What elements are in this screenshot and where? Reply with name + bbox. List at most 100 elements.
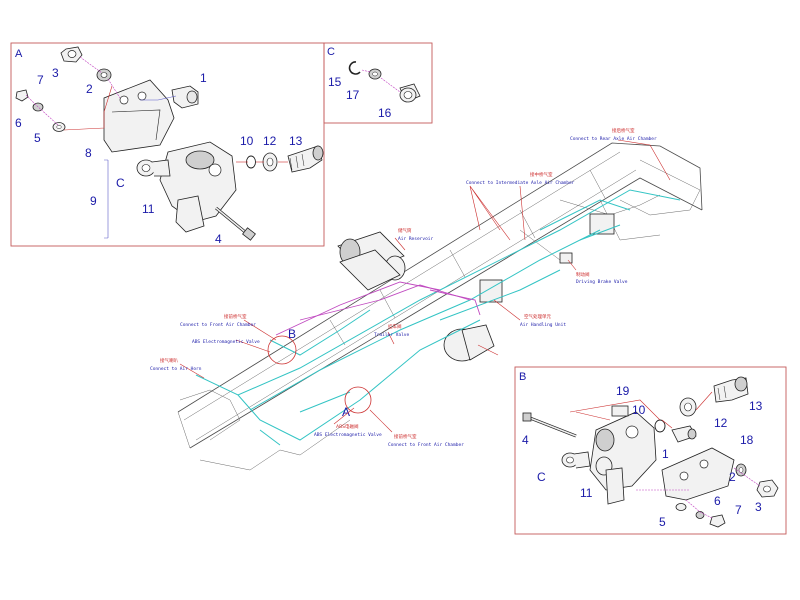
bolt-part-1-b	[671, 425, 697, 443]
bolt-part-4	[215, 206, 256, 241]
washer-part-5-b	[675, 503, 687, 511]
small-nut-part-7	[15, 89, 29, 102]
washer-part-5	[52, 122, 66, 132]
callout-b-5: 5	[659, 515, 666, 529]
frame-rail-lower	[189, 177, 703, 449]
callout-b-c: C	[537, 470, 546, 484]
label-reservoir-cn: 储气筒	[398, 227, 412, 234]
callout-b-12: 12	[714, 416, 728, 430]
panel-a: A	[10, 42, 325, 247]
mark-b: B	[288, 327, 296, 341]
label-front-chamber-b-cn: 接前桥气室	[224, 313, 247, 320]
fitting-part-c-a	[136, 159, 171, 177]
detail-circle-b	[267, 335, 297, 365]
panel-b-letter: B	[519, 371, 526, 383]
mark-a: A	[342, 405, 350, 419]
callout-a-c: C	[116, 176, 125, 190]
label-horn-cn: 接气喇叭	[160, 357, 178, 364]
valve-body-part-11-b	[589, 405, 657, 505]
panel-c: C 15 17 16	[323, 42, 433, 124]
label-abs-b-en: ABS Electromagnetic Valve	[192, 339, 260, 345]
callout-a-11: 11	[142, 202, 155, 216]
callout-b-1: 1	[662, 447, 669, 461]
label-abs-a-en: ABS Electromagnetic Valve	[314, 432, 382, 438]
air-reservoir	[337, 231, 406, 291]
washer-part-12-b	[679, 397, 697, 417]
brake-valve-body	[589, 213, 615, 235]
fitting-part-c-b	[561, 451, 591, 469]
washer-part-2	[96, 68, 112, 82]
callout-c-15: 15	[328, 75, 342, 89]
callout-a-12: 12	[263, 134, 277, 148]
callout-b-18: 18	[740, 433, 754, 447]
label-handling-cn: 空气处理单元	[524, 313, 551, 320]
callout-a-6: 6	[15, 116, 22, 130]
callout-a-13: 13	[289, 134, 303, 148]
washer-part-6-b	[695, 511, 705, 519]
panel-c-letter: C	[327, 46, 335, 58]
callout-a-7: 7	[37, 73, 44, 87]
label-brake-valve-cn: 制动阀	[576, 271, 590, 278]
bushing-part-16	[399, 83, 421, 103]
callout-a-3: 3	[52, 66, 59, 80]
round-tank	[443, 324, 495, 362]
seal-part-17	[368, 68, 382, 80]
oring-part-10-b	[654, 419, 666, 433]
label-front-chamber-a-cn: 接前桥气室	[394, 433, 417, 440]
callout-b-11: 11	[580, 486, 593, 500]
callout-c-17: 17	[346, 88, 360, 102]
callout-b-10: 10	[632, 403, 646, 417]
label-trailer-en: Trailer Valve	[374, 332, 410, 338]
label-handling-en: Air Handling Unit	[520, 322, 566, 328]
driving-brake-valve-body	[559, 252, 573, 264]
callout-a-2: 2	[86, 82, 93, 96]
washer-part-2-b	[735, 463, 747, 477]
label-horn-en: Connect to Air Horn	[150, 366, 202, 372]
label-intermediate-cn: 接中桥气室	[530, 171, 553, 178]
callout-a-10: 10	[240, 134, 254, 148]
panel-b-border	[514, 366, 787, 535]
washer-part-12	[262, 152, 278, 172]
label-front-chamber-a-en: Connect to Front Air Chamber	[388, 442, 464, 448]
nut-part-7-b	[709, 514, 726, 528]
panel-c-border	[323, 42, 433, 124]
callout-a-9: 9	[90, 194, 97, 208]
handling-unit-body	[479, 279, 503, 303]
callout-a-5: 5	[34, 131, 41, 145]
elbow-part-13	[287, 145, 324, 173]
label-rear-axle-en: Connect to Rear Axle Air Chamber	[570, 136, 657, 142]
label-rear-axle-cn: 接后桥气室	[612, 127, 635, 134]
nut-part-3-b	[756, 479, 779, 498]
detail-circle-a	[344, 386, 372, 414]
bracket-part-8	[103, 79, 175, 153]
label-abs-a-cn: ABS电磁阀	[336, 423, 359, 430]
label-reservoir-en: Air Reservoir	[398, 236, 434, 242]
elbow-part-13-b	[713, 376, 749, 403]
callout-a-8: 8	[85, 146, 92, 160]
callout-c-16: 16	[378, 106, 392, 120]
panel-a-border	[10, 42, 325, 247]
callout-b-6: 6	[714, 494, 721, 508]
bolt-part-4-b	[522, 412, 577, 438]
callout-b-4: 4	[522, 433, 529, 447]
callout-b-13: 13	[749, 399, 763, 413]
panel-a-letter: A	[15, 48, 23, 60]
panel-b: B	[514, 366, 787, 535]
label-intermediate-en: Connect to Intermediate Axle Air Chamber	[466, 180, 575, 186]
label-brake-valve-en: Driving Brake Valve	[576, 279, 628, 285]
bolt-part-1	[171, 85, 199, 109]
valve-body-part-11	[159, 141, 237, 233]
callout-b-7: 7	[735, 503, 742, 517]
callout-b-3: 3	[755, 500, 762, 514]
snap-ring-part-15	[348, 61, 361, 75]
label-trailer-cn: 挂车阀	[388, 323, 402, 330]
nut-part-3	[60, 46, 83, 63]
callout-a-4: 4	[215, 232, 222, 246]
chassis-drawing: B A 接后桥气室 Connect to Rear Axle Air Chamb…	[150, 127, 703, 471]
callout-b-19: 19	[616, 384, 630, 398]
callout-b-2: 2	[729, 470, 736, 484]
bracket-part-18	[661, 447, 735, 501]
label-front-chamber-b-en: Connect to Front Air Chamber	[180, 322, 256, 328]
callout-a-1: 1	[200, 71, 207, 85]
